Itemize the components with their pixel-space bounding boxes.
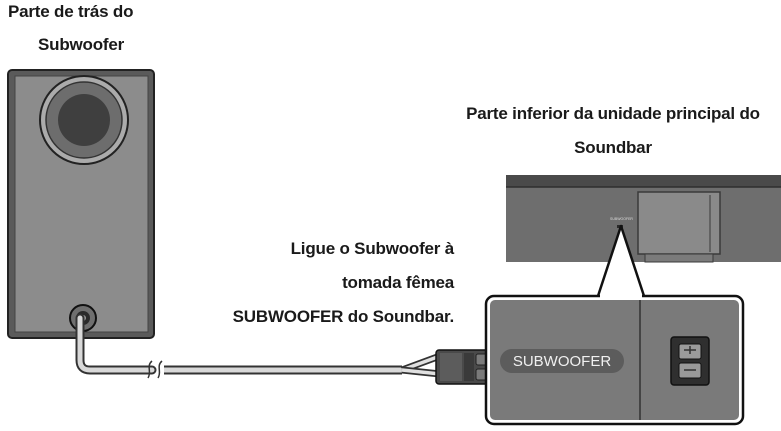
instruction-line-2: tomada fêmea (342, 273, 454, 292)
subwoofer-back-label-line-1: Parte de trás do (8, 2, 134, 21)
subwoofer-socket (670, 336, 710, 386)
subwoofer-back (7, 69, 155, 339)
soundbar-bottom-label: Parte inferior da unidade principal do S… (445, 104, 781, 158)
zoom-callout: SUBWOOFER (484, 224, 745, 426)
soundbar-bottom-label-line-2: Soundbar (574, 138, 652, 157)
soundbar-bottom: SUBWOOFER (506, 175, 781, 263)
port-label: SUBWOOFER (513, 353, 612, 370)
subwoofer-driver (39, 75, 129, 165)
instruction-line-1: Ligue o Subwoofer à (290, 239, 455, 258)
instruction-line-3: SUBWOOFER do Soundbar. (232, 307, 455, 326)
soundbar-port-small-label: SUBWOOFER (610, 217, 633, 221)
cable-break-mark (147, 360, 153, 379)
subwoofer-back-label-line-2: Subwoofer (38, 35, 125, 54)
connection-instruction: Ligue o Subwoofer à tomada fêmea SUBWOOF… (220, 239, 455, 327)
subwoofer-back-label: Parte de trás do Subwoofer (8, 2, 168, 55)
soundbar-bottom-label-line-1: Parte inferior da unidade principal do (466, 104, 760, 123)
port-label-pill: SUBWOOFER (500, 349, 624, 373)
